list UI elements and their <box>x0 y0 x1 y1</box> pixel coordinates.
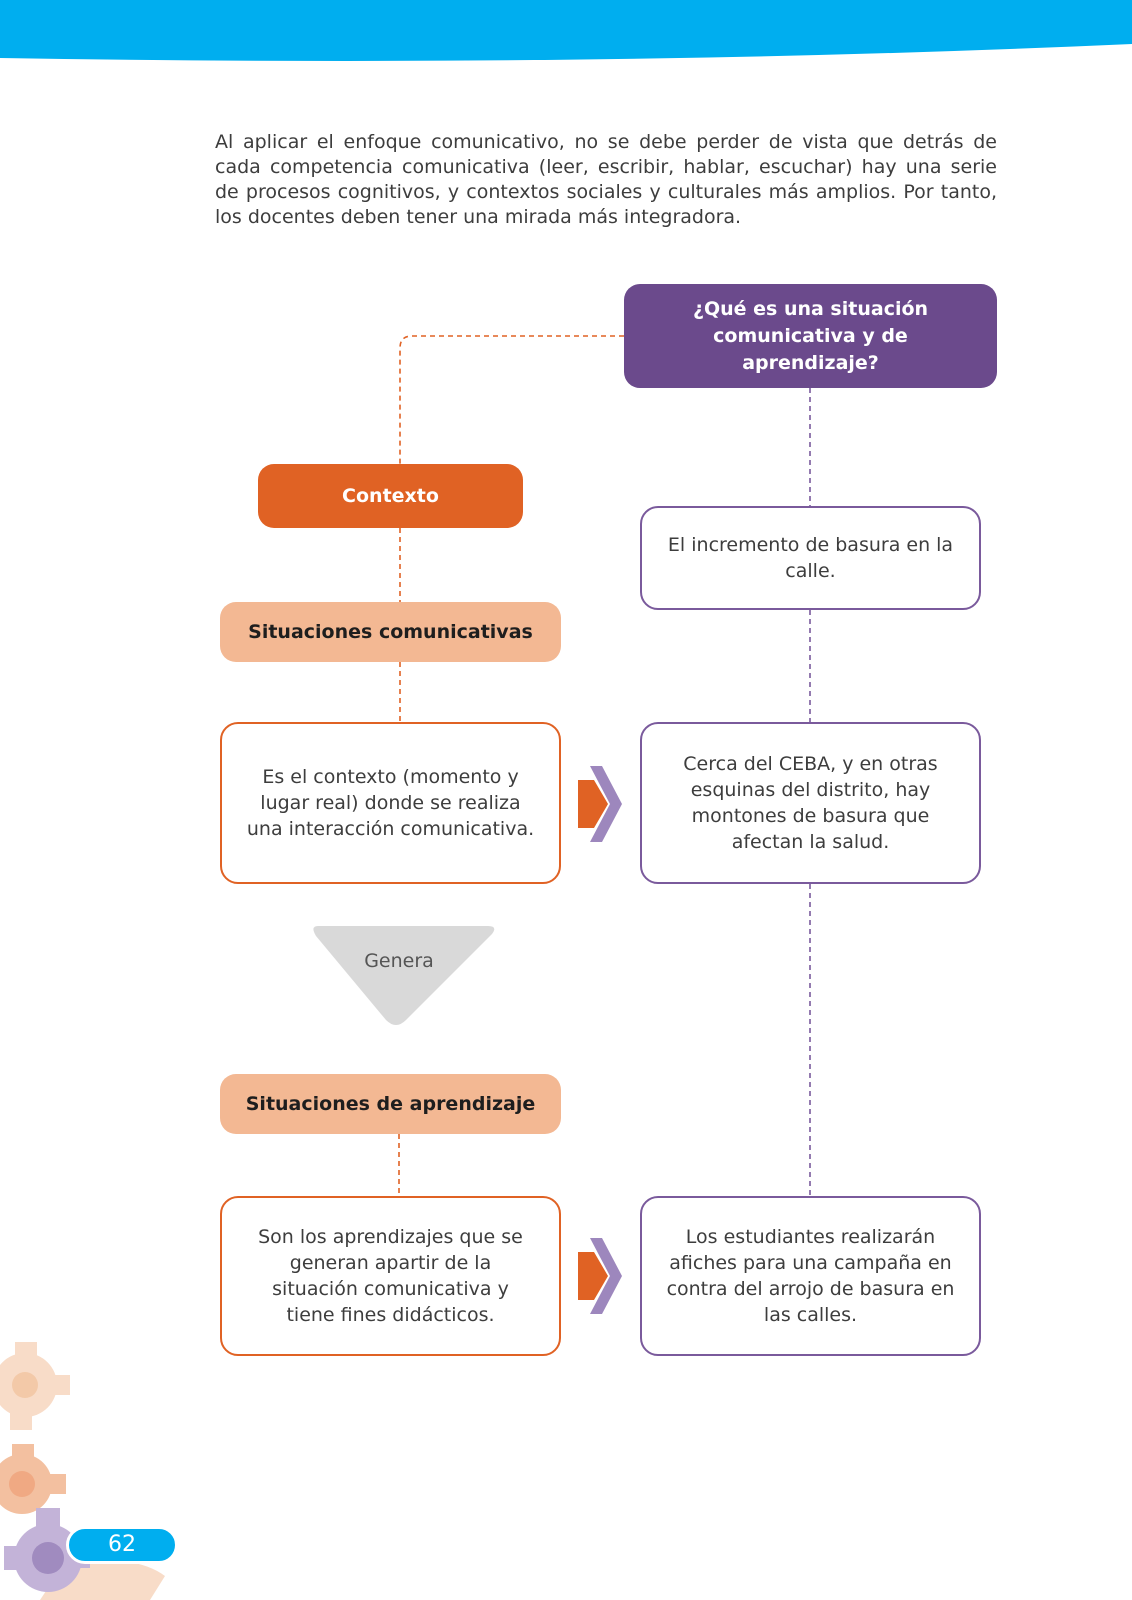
context-box: Contexto <box>258 464 523 528</box>
learning-situations-box: Situaciones de aprendizaje <box>220 1074 561 1134</box>
genera-triangle <box>313 926 495 1025</box>
example-learning-box: Los estudiantes realizarán afiches para … <box>640 1196 981 1356</box>
example-context-box: El incremento de basura en la calle. <box>640 506 981 610</box>
arrow-chevron-icon <box>578 766 622 842</box>
communicative-situations-box: Situaciones comunicativas <box>220 602 561 662</box>
gears-decoration-icon <box>0 1342 165 1600</box>
genera-label: Genera <box>364 950 434 972</box>
intro-paragraph: Al aplicar el enfoque comunicativo, no s… <box>215 131 997 228</box>
top-banner <box>0 0 1132 61</box>
page-number: 62 <box>66 1526 178 1564</box>
communicative-definition-box: Es el contexto (momento y lugar real) do… <box>220 722 561 884</box>
question-box: ¿Qué es una situación comunicativa y de … <box>624 284 997 388</box>
arrow-chevron-icon <box>578 1238 622 1314</box>
learning-definition-box: Son los aprendizajes que se generan apar… <box>220 1196 561 1356</box>
example-communicative-box: Cerca del CEBA, y en otras esquinas del … <box>640 722 981 884</box>
